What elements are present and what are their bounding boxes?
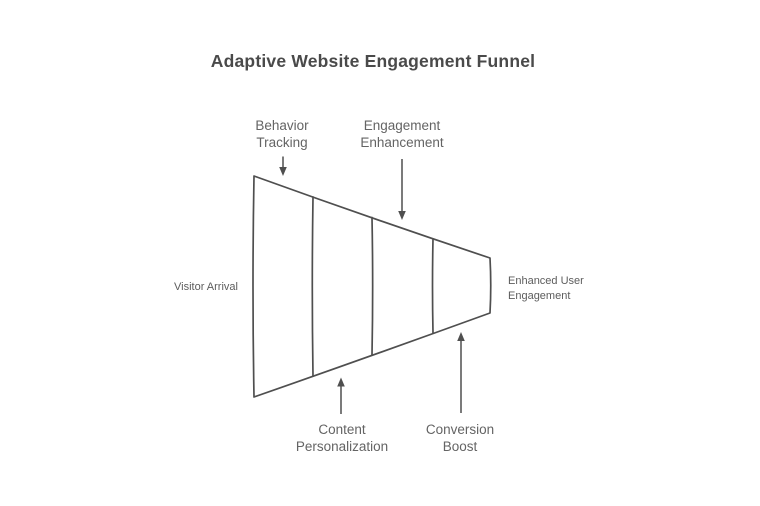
diagram-title: Adaptive Website Engagement Funnel [211, 51, 535, 71]
enhanced-user-engagement-label: Enhanced User Engagement [508, 275, 584, 302]
conversion-boost-label-line1: Conversion [426, 422, 494, 437]
enhanced-user-engagement-label-line2: Engagement [508, 290, 570, 302]
behavior-tracking-label-line1: Behavior [255, 118, 309, 133]
engagement-enhancement-label-line2: Enhancement [360, 135, 444, 150]
conversion-boost-callout: Conversion Boost [426, 332, 494, 454]
engagement-enhancement-arrowhead-icon [398, 211, 406, 220]
conversion-boost-label-line2: Boost [443, 439, 478, 454]
engagement-enhancement-callout: Engagement Enhancement [360, 118, 444, 220]
visitor-arrival-label: Visitor Arrival [174, 281, 238, 293]
engagement-enhancement-label-line1: Engagement [364, 118, 441, 133]
conversion-boost-arrowhead-icon [457, 332, 465, 341]
enhanced-user-engagement-label-line1: Enhanced User [508, 275, 584, 287]
content-personalization-callout: Content Personalization [296, 377, 388, 454]
content-personalization-arrowhead-icon [337, 377, 345, 387]
behavior-tracking-callout: Behavior Tracking [255, 118, 309, 176]
behavior-tracking-arrowhead-icon [279, 167, 287, 176]
content-personalization-label-line2: Personalization [296, 439, 388, 454]
funnel-divider-2 [371, 216, 374, 356]
behavior-tracking-label-line2: Tracking [256, 135, 307, 150]
funnel-divider-1 [311, 196, 314, 377]
funnel-divider-3 [431, 238, 434, 334]
content-personalization-label-line1: Content [318, 422, 366, 437]
